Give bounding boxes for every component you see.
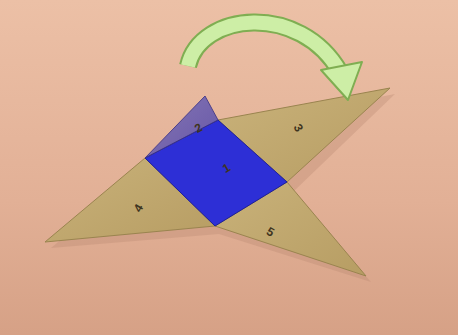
fold-arrow (188, 22, 340, 72)
folding-triangle (145, 96, 218, 158)
fold-arrow-outline (188, 22, 340, 72)
face-number: 1 (220, 161, 232, 175)
face-number: 2 (192, 121, 204, 135)
fold-arrow-head (321, 62, 362, 100)
face-number: 5 (264, 225, 276, 239)
face-number: 3 (291, 122, 305, 134)
face-number: 4 (131, 202, 145, 214)
